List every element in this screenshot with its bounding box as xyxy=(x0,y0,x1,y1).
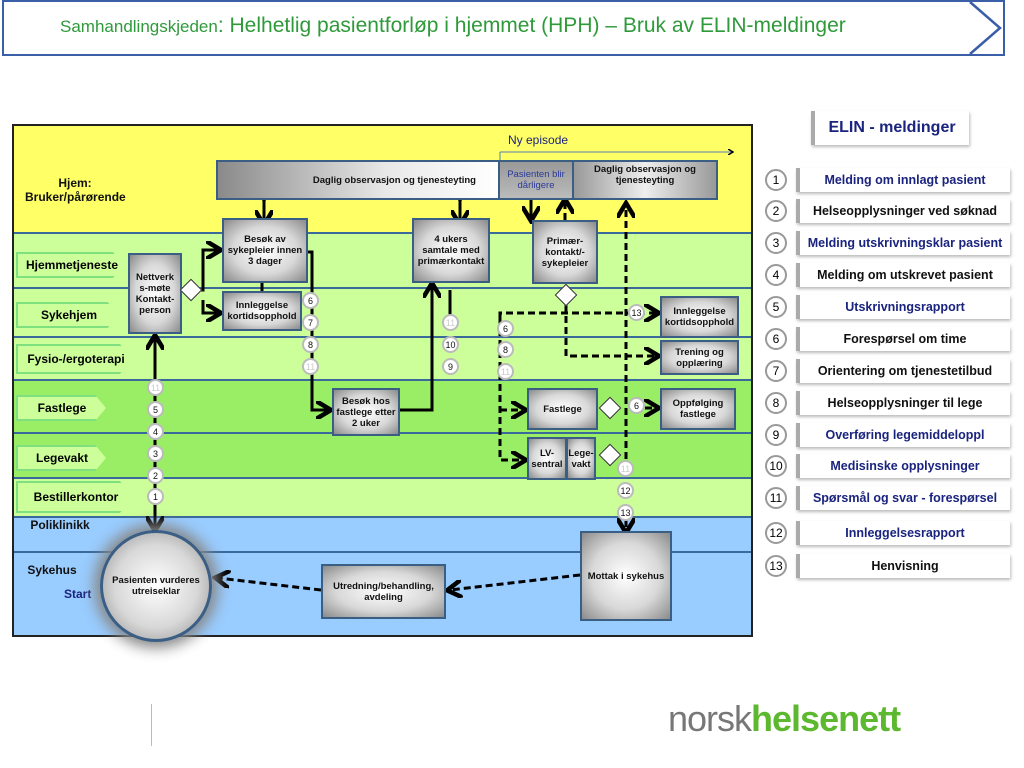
lane-label-sykehjem: Sykehjem xyxy=(16,302,120,328)
ny-episode-label: Ny episode xyxy=(508,133,569,147)
message-badge: 7 xyxy=(302,314,319,331)
elin-number: 12 xyxy=(765,522,787,544)
elin-number: 1 xyxy=(765,169,787,191)
divider xyxy=(151,704,152,746)
box-nettverksmote: Nettverk s-møte Kontakt-person xyxy=(128,253,182,334)
box-trening-og-opplaering: Trening og opplæring xyxy=(660,340,739,375)
lane-label-legevakt: Legevakt xyxy=(16,445,106,471)
diagram-border xyxy=(12,124,753,637)
elin-number: 9 xyxy=(765,424,787,446)
lane-label-bestillerkontor: Bestillerkontor xyxy=(16,481,134,513)
elin-item: Innleggelsesrapport xyxy=(796,521,1010,545)
elin-number: 8 xyxy=(765,392,787,414)
message-badge: 11 xyxy=(147,379,164,396)
message-badge: 11 xyxy=(497,363,514,380)
message-badge: 3 xyxy=(147,445,164,462)
elin-item: Helseopplysninger til lege xyxy=(796,391,1010,415)
box-innleggelse-kortidsopphold-1: Innleggelse kortidsopphold xyxy=(222,291,302,331)
box-4-ukers-samtale: 4 ukers samtale med primærkontakt xyxy=(412,218,490,283)
box-fastlege: Fastlege xyxy=(527,388,598,430)
elin-item: Melding om innlagt pasient xyxy=(796,168,1010,192)
message-badge: 2 xyxy=(147,467,164,484)
lane-label-poliklinikk: Poliklinikk xyxy=(30,518,90,532)
elin-item: Forespørsel om time xyxy=(796,327,1010,351)
elin-title: ELIN - meldinger xyxy=(811,111,969,145)
box-primaerkontakt: Primær-kontakt/-sykepleier xyxy=(532,220,598,284)
elin-number: 10 xyxy=(765,455,787,477)
elin-number: 5 xyxy=(765,296,787,318)
box-mottak-i-sykehus: Mottak i sykehus xyxy=(580,531,672,621)
message-badge: 11 xyxy=(617,460,634,477)
elin-number: 6 xyxy=(765,328,787,350)
message-badge: 5 xyxy=(147,401,164,418)
lane-label-hjemmetjeneste: Hjemmetjeneste xyxy=(16,252,126,278)
message-badge: 6 xyxy=(497,320,514,337)
lane-label-fysio: Fysio-/ergoterapi xyxy=(16,344,134,374)
elin-number: 7 xyxy=(765,360,787,382)
box-pasienten-blir-darligere: Pasienten blir dårligere xyxy=(498,160,574,200)
elin-item: Spørsmål og svar - forespørsel xyxy=(796,486,1010,510)
elin-item: Medisinske opplysninger xyxy=(796,454,1010,478)
lane-label-sykehus: Sykehus xyxy=(27,563,77,577)
lane-label-fastlege: Fastlege xyxy=(16,395,106,421)
chevron-right-icon xyxy=(969,1,1002,55)
elin-item: Utskrivningsrapport xyxy=(796,295,1010,319)
elin-number: 2 xyxy=(765,200,787,222)
box-innleggelse-kortidsopphold-2: Innleggelse kortidsopphold xyxy=(660,296,739,338)
message-badge: 10 xyxy=(442,336,459,353)
elin-number: 13 xyxy=(765,555,787,577)
norsk-helsenett-logo: norskhelsenett xyxy=(668,698,901,739)
message-badge: 11 xyxy=(442,314,459,331)
elin-item: Helseopplysninger ved søknad xyxy=(796,199,1010,223)
box-legevakt: Lege-vakt xyxy=(566,437,596,480)
elin-number: 11 xyxy=(765,487,787,509)
message-badge: 13 xyxy=(628,304,645,321)
message-badge: 11 xyxy=(302,358,319,375)
elin-item: Orientering om tjenestetilbud xyxy=(796,359,1010,383)
message-badge: 8 xyxy=(302,336,319,353)
message-badge: 6 xyxy=(302,292,319,309)
elin-item: Melding utskrivningsklar pasient xyxy=(796,231,1010,255)
elin-item: Overføring legemiddeloppl xyxy=(796,423,1010,447)
box-utredning-behandling: Utredning/behandling, avdeling xyxy=(321,564,446,619)
box-besok-av-sykepleier: Besøk av sykepleier innen 3 dager xyxy=(222,218,308,283)
start-label: Start xyxy=(64,587,92,601)
message-badge: 9 xyxy=(442,358,459,375)
box-lv-sentral: LV-sentral xyxy=(527,437,567,480)
lane-label-hjem: Hjem: Bruker/pårørende xyxy=(25,176,126,204)
message-badge: 1 xyxy=(147,488,164,505)
message-badge: 4 xyxy=(147,423,164,440)
message-badge: 12 xyxy=(617,482,634,499)
elin-item: Melding om utskrevet pasient xyxy=(796,263,1010,287)
page-title: Samhandlingskjeden: Helhetlig pasientfor… xyxy=(60,14,846,37)
box-daglig-observasjon-2: Daglig observasjon og tjenesteyting xyxy=(572,160,718,200)
box-besok-hos-fastlege: Besøk hos fastlege etter 2 uker xyxy=(332,388,400,436)
elin-number: 3 xyxy=(765,232,787,254)
message-badge: 6 xyxy=(628,397,645,414)
message-badge: 8 xyxy=(497,341,514,358)
box-oppfolging-fastlege: Oppfølging fastlege xyxy=(660,388,736,430)
circle-pasienten-vurderes: Pasienten vurderes utreiseklar xyxy=(100,530,212,642)
message-badge: 13 xyxy=(617,504,634,521)
elin-number: 4 xyxy=(765,264,787,286)
box-daglig-observasjon-1: Daglig observasjon og tjenesteyting xyxy=(216,160,500,200)
title-bar xyxy=(2,0,1005,56)
elin-item: Henvisning xyxy=(796,554,1010,578)
